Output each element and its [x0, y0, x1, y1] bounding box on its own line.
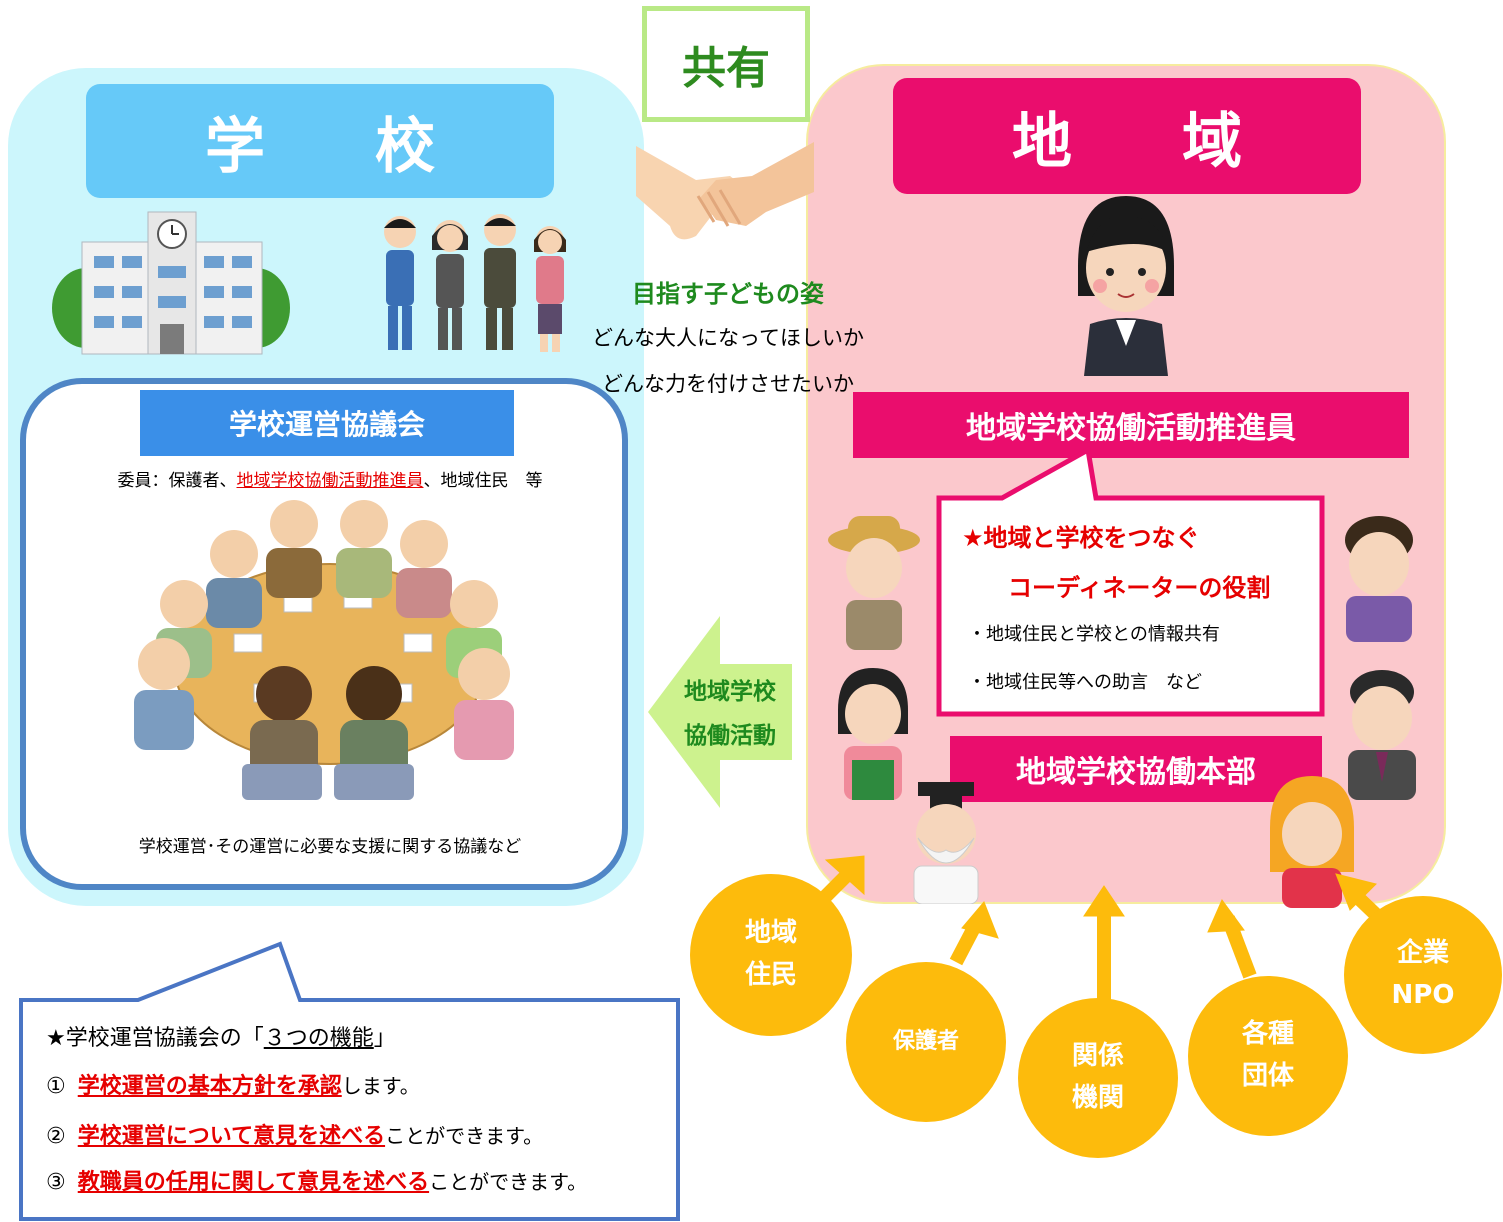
role-bullet-1: ・地域住民と学校との情報共有	[968, 624, 1220, 645]
functions-title-suffix: 」	[373, 1026, 396, 1051]
school-title: 学校	[86, 84, 554, 198]
coordinator-illustration	[1078, 196, 1174, 376]
functions-title-underlined: ３つの機能	[263, 1026, 374, 1051]
role-line-2: コーディネーターの役割	[1008, 574, 1271, 602]
hq-title: 地域学校協働本部	[950, 736, 1322, 802]
promoter-title: 地域学校協働活動推進員	[853, 392, 1409, 458]
grandfather-illustration	[1348, 670, 1416, 800]
school-building-illustration	[52, 211, 290, 355]
goal-title: 目指す子どもの姿	[632, 280, 824, 308]
members-prefix: 委員：保護者、	[117, 471, 237, 491]
function-item: ② 学校運営について意見を述べることができます。	[46, 1118, 543, 1150]
functions-callout-box	[19, 941, 680, 1221]
stakeholder-circle: 各種 団体	[1188, 976, 1348, 1136]
function-item: ③ 教職員の任用に関して意見を述べることができます。	[46, 1164, 587, 1196]
stakeholder-arrows	[805, 855, 1399, 1010]
function-suffix: します。	[341, 1074, 420, 1098]
function-number: ①	[46, 1074, 66, 1099]
shopkeeper-illustration	[838, 668, 908, 800]
stakeholder-line: 関係	[1071, 1041, 1124, 1072]
members-suffix: 、地域住民 等	[423, 471, 543, 491]
arrow-label-line-1: 地域学校	[684, 679, 776, 705]
stakeholder-line: 地域	[744, 918, 797, 949]
left-arrow-icon	[648, 616, 792, 808]
stakeholder-line: 各種	[1241, 1019, 1294, 1050]
meeting-illustration	[134, 500, 514, 800]
stakeholder-circle: 保護者	[846, 962, 1006, 1122]
arrow-label-line-2: 協働活動	[684, 723, 776, 749]
stakeholder-line: 保護者	[892, 1029, 959, 1055]
function-emphasis: 教職員の任用に関して意見を述べる	[77, 1170, 430, 1195]
role-bullet-2: ・地域住民等への助言 など	[968, 672, 1202, 693]
council-footer-text: 学校運営･その運営に必要な支援に関する協議など	[138, 837, 522, 857]
council-title: 学校運営協議会	[140, 390, 514, 456]
stakeholder-line: NPO	[1391, 980, 1455, 1010]
region-title: 地域	[893, 78, 1361, 194]
function-suffix: ことができます。	[385, 1124, 544, 1148]
farmer-illustration	[828, 516, 920, 650]
stakeholder-line: 団体	[1241, 1061, 1294, 1091]
teachers-illustration	[384, 214, 566, 352]
function-suffix: ことができます。	[429, 1170, 588, 1194]
stakeholder-circle: 企業 NPO	[1344, 896, 1502, 1054]
council-members-line: 委員：保護者、地域学校協働活動推進員、地域住民 等	[40, 466, 620, 491]
stakeholder-line: 企業	[1396, 938, 1449, 969]
role-line-1: ★地域と学校をつなぐ	[962, 524, 1200, 552]
grandmother-illustration	[1345, 516, 1413, 642]
function-emphasis: 学校運営の基本方針を承認	[77, 1074, 342, 1099]
share-label-box: 共有	[642, 6, 810, 122]
role-callout-box	[936, 446, 1325, 717]
professor-illustration	[913, 782, 979, 904]
members-highlight: 地域学校協働活動推進員	[236, 471, 424, 491]
handshake-icon	[636, 142, 814, 240]
goal-line-2: どんな力を付けさせたいか	[602, 372, 854, 396]
stakeholder-line: 機関	[1071, 1083, 1124, 1113]
girl-illustration	[1270, 776, 1354, 908]
goal-line-1: どんな大人になってほしいか	[592, 326, 864, 350]
functions-title-prefix: ★学校運営協議会の「	[46, 1026, 264, 1051]
stakeholder-circle: 地域 住民	[690, 874, 852, 1036]
function-number: ②	[46, 1124, 66, 1149]
function-item: ① 学校運営の基本方針を承認します。	[46, 1068, 420, 1100]
function-number: ③	[46, 1170, 66, 1195]
functions-title: ★学校運営協議会の「３つの機能」	[46, 1020, 396, 1052]
stakeholder-line: 住民	[744, 960, 797, 990]
stakeholder-circle: 関係 機関	[1018, 998, 1178, 1158]
function-emphasis: 学校運営について意見を述べる	[77, 1124, 386, 1149]
